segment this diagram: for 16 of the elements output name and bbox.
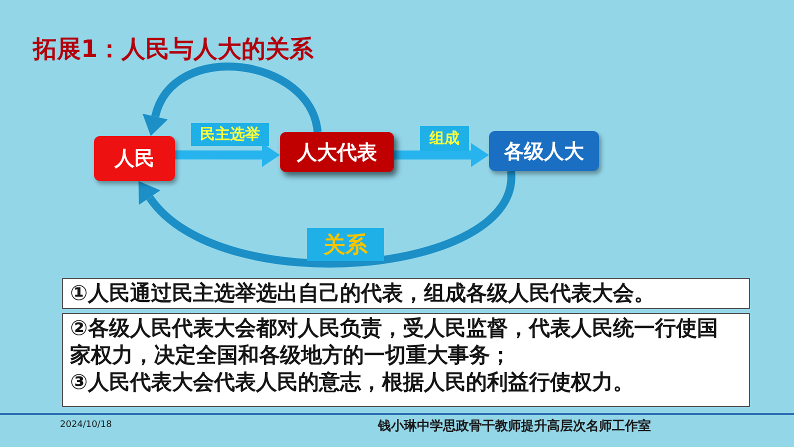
curved-arrow xyxy=(136,170,515,268)
arrow xyxy=(394,143,489,167)
footer-text: 钱小琳中学思政骨干教师提升高层次名师工作室 xyxy=(378,418,651,435)
paragraph: ②各级人民代表大会都对人民负责，受人民监督，代表人民统一行使国家权力，决定全国和各级地方的一切重大事务； xyxy=(70,315,719,369)
process-box: 人民 xyxy=(94,136,175,181)
edge-label: 民主选举 xyxy=(191,123,269,146)
note-box: ①人民通过民主选举选出自己的代表，组成各级人民代表大会。 xyxy=(62,278,750,309)
edge-label: 关系 xyxy=(307,228,384,261)
note-box xyxy=(62,313,750,407)
date-text: 2024/10/18 xyxy=(60,420,112,430)
edge-label: 组成 xyxy=(420,126,469,151)
process-box: 各级人大 xyxy=(489,131,599,171)
title: 拓展1：人民与人大的关系 xyxy=(33,34,314,65)
paragraph: ③人民代表大会代表人民的意志，根据人民的利益行使权力。 xyxy=(70,369,635,396)
curved-arrow xyxy=(143,62,322,136)
process-box: 人大代表 xyxy=(280,132,394,172)
